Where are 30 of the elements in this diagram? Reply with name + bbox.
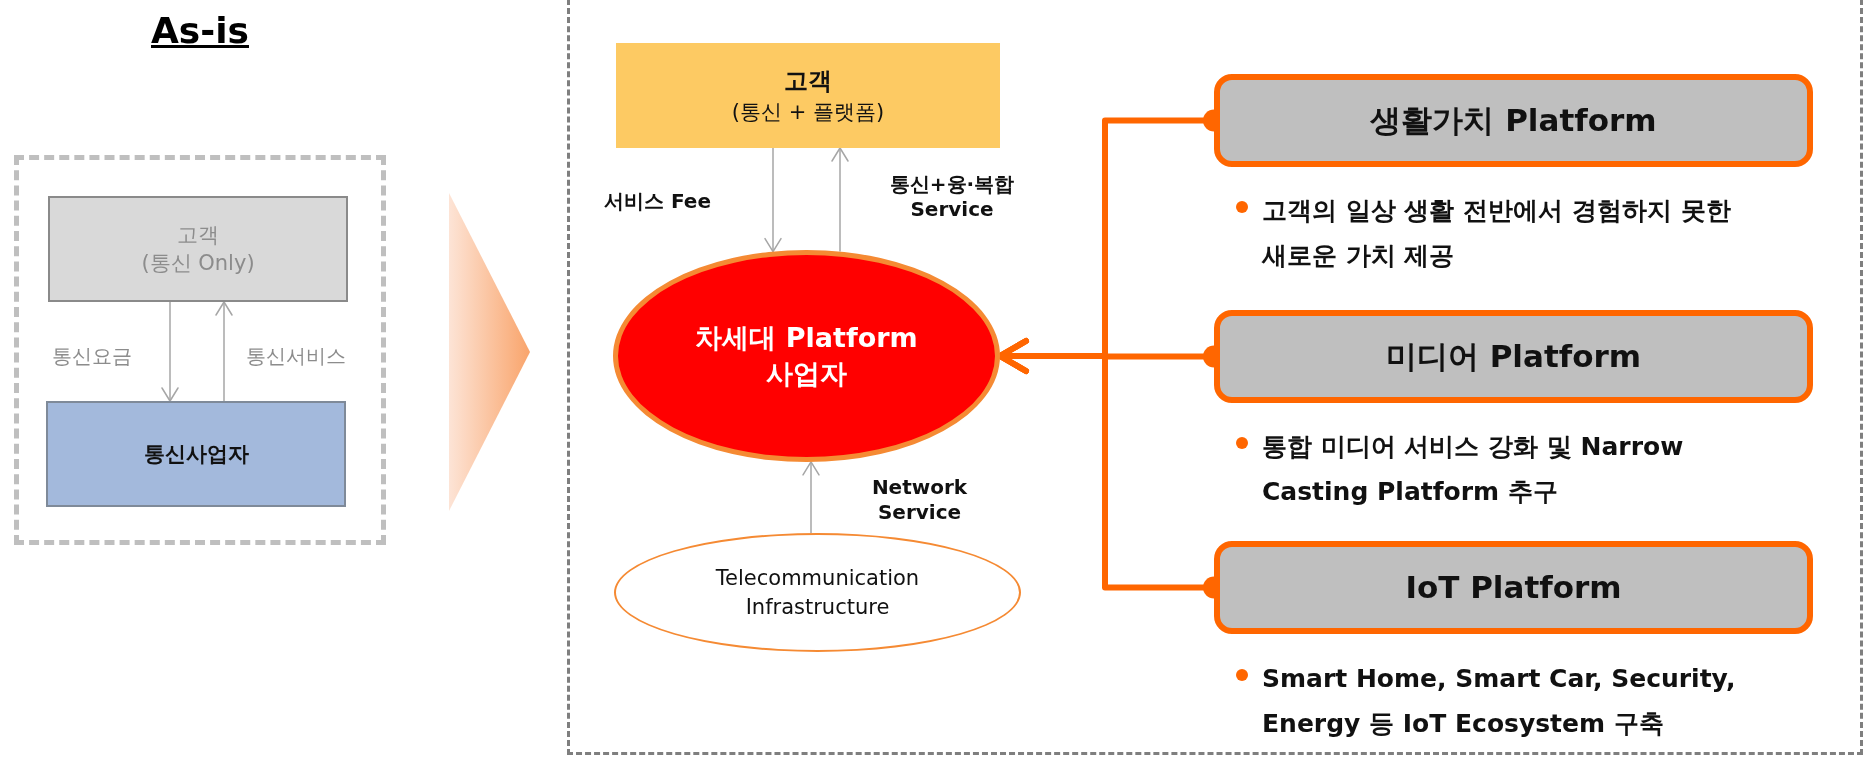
node-title: 미디어 Platform [1385,336,1642,376]
bullet-text: Smart Home, Smart Car, Security, Energy 등 IoT Ecosystem 구축 [1262,663,1737,740]
node-title: 고객 [784,66,832,98]
edge-label: 통신+융·복합 Service [888,172,1016,222]
node-title: IoT Platform [1405,567,1622,607]
customer-box [616,43,1000,148]
arrow [802,461,820,534]
edge-label: 통신서비스 [246,344,347,369]
node-title: 통신사업자 [143,440,249,468]
transition-chevron [449,193,530,511]
edge-label: 서비스 Fee [604,189,712,214]
platform-box [1214,74,1813,167]
arrow [215,301,233,402]
node-subtitle: (통신 Only) [141,250,255,277]
section-heading: As-is [150,10,250,51]
bullet-text: 통합 미디어 서비스 강화 및 Narrow Casting Platform 추구 [1262,431,1685,508]
edge-label: 통신요금 [52,344,133,369]
node-title: 생활가치 Platform [1370,100,1657,140]
node-title: Telecommunication Infrastructure [714,565,921,621]
dashed-frame [567,0,1863,755]
edge-label: Network Service [870,475,969,525]
customer-box [48,196,348,302]
operator-box [46,401,346,507]
node-title: 차세대 Platform 사업자 [694,320,919,391]
bullet-text: 고객의 일상 생활 전반에서 경험하지 못한 새로운 가치 제공 [1262,195,1732,272]
node-subtitle: (통신 + 플랫폼) [731,98,885,126]
node-title: 고객 [177,221,219,249]
platform-box [1214,541,1813,634]
platform-box [1214,310,1813,403]
arrow [161,301,179,402]
